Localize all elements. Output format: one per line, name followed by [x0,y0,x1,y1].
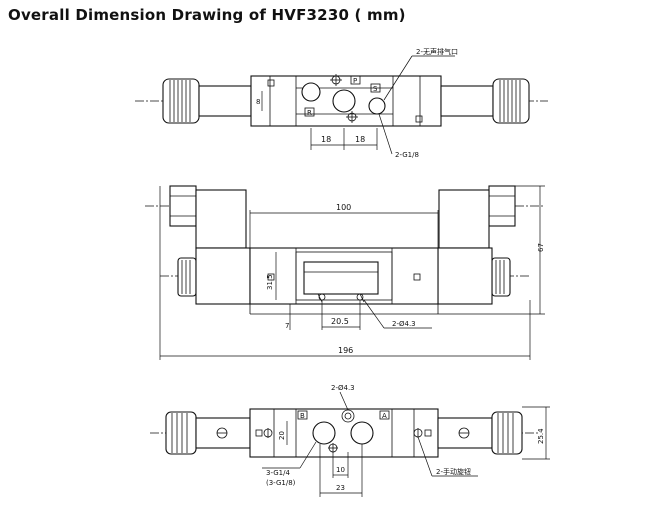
bottom-dim-25-4: 25.4 [537,428,545,444]
front-dim-7: 7 [285,322,289,330]
top-port-right [368,97,386,115]
bottom-port-label-1: 3-G1/4 [266,469,290,477]
top-port-p-label: P [353,77,357,85]
top-port-r-label: R [307,109,312,117]
front-dim-31-5: 31.5 [266,274,274,290]
front-left-coil [177,257,197,297]
bottom-port-b-label: B [300,412,305,420]
bottom-dim-23: 23 [336,484,345,492]
bottom-port-a-label: A [382,412,387,420]
bottom-port-a [312,421,336,445]
front-mount-label: 2-Ø4.3 [392,320,416,328]
bottom-mount-label: 2-Ø4.3 [331,384,355,392]
bottom-left-coil [165,411,197,455]
top-port-center [332,89,356,113]
front-left-cap [169,185,197,227]
front-view: 100 67 31.5 7 20.5 2-Ø4.3 196 [145,185,545,360]
top-port-s-label: S [373,85,378,93]
front-dim-67: 67 [537,243,545,252]
front-right-coil [491,257,511,297]
front-spool-window [303,261,379,295]
front-right-solenoid [438,189,490,249]
front-right-cap [488,185,516,227]
front-dim-100: 100 [336,203,351,212]
top-left-solenoid [198,85,252,117]
bottom-port-label-2: (3-G1/8) [266,479,296,487]
top-port-left [301,82,321,102]
front-dim-20-5: 20.5 [331,317,349,326]
top-right-solenoid [440,85,494,117]
front-dim-196: 196 [338,346,353,355]
bottom-right-coil [491,411,523,455]
bottom-dim-20: 20 [278,431,286,440]
bottom-valve-body [249,408,439,458]
top-exhaust-label: 2-无声排气口 [416,47,458,56]
front-left-solenoid [195,189,247,249]
bottom-left-solenoid [195,417,251,449]
top-right-coil [492,78,530,124]
top-left-coil [162,78,200,124]
bottom-dim-10: 10 [336,466,345,474]
top-view: P R S 8 18 18 2-无声排气口 2-G1/8 [135,47,548,159]
top-dim-left: 18 [321,135,331,144]
top-port-label: 2-G1/8 [395,151,419,159]
front-left-housing [195,247,251,305]
bottom-port-b [350,421,374,445]
bottom-manual-label: 2-手动旋钮 [436,467,471,476]
top-dim-height: 8 [256,98,260,106]
front-right-housing [437,247,493,305]
page-title: Overall Dimension Drawing of HVF3230 ( m… [8,6,406,24]
top-dim-right: 18 [355,135,365,144]
bottom-view: B A 20 25.4 2-Ø4.3 3-G1/4 (3-G1/8) [150,384,550,497]
